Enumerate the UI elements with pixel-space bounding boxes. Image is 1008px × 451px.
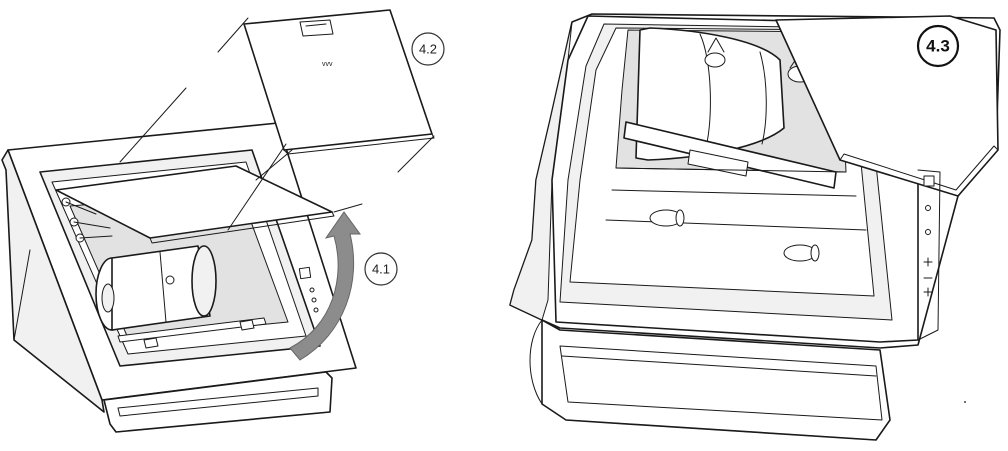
left-hood-figure: vvv 4.2 4.1	[1, 9, 445, 433]
callout-4-2-label: 4.2	[419, 42, 437, 57]
callout-4-1: 4.1	[364, 252, 398, 286]
pegs	[649, 209, 820, 262]
callout-4-3-label: 4.3	[926, 37, 950, 56]
svg-text:vvv: vvv	[322, 61, 333, 68]
control-strip	[298, 266, 319, 313]
right-hood-closeup: 4.3	[509, 13, 1001, 441]
control-strip-right	[917, 169, 941, 341]
lift-arrow	[289, 211, 361, 361]
grease-filter-removed: vvv	[243, 9, 435, 155]
guide-lines	[119, 17, 435, 231]
front-panel-raised	[55, 165, 335, 244]
callout-4-1-label: 4.1	[372, 262, 390, 277]
motor-cylinder	[95, 245, 217, 331]
motor-barrel	[635, 27, 785, 161]
callout-4-2: 4.2	[411, 32, 445, 66]
hinge-fittings	[61, 197, 113, 243]
callout-4-3: 4.3	[916, 24, 960, 68]
